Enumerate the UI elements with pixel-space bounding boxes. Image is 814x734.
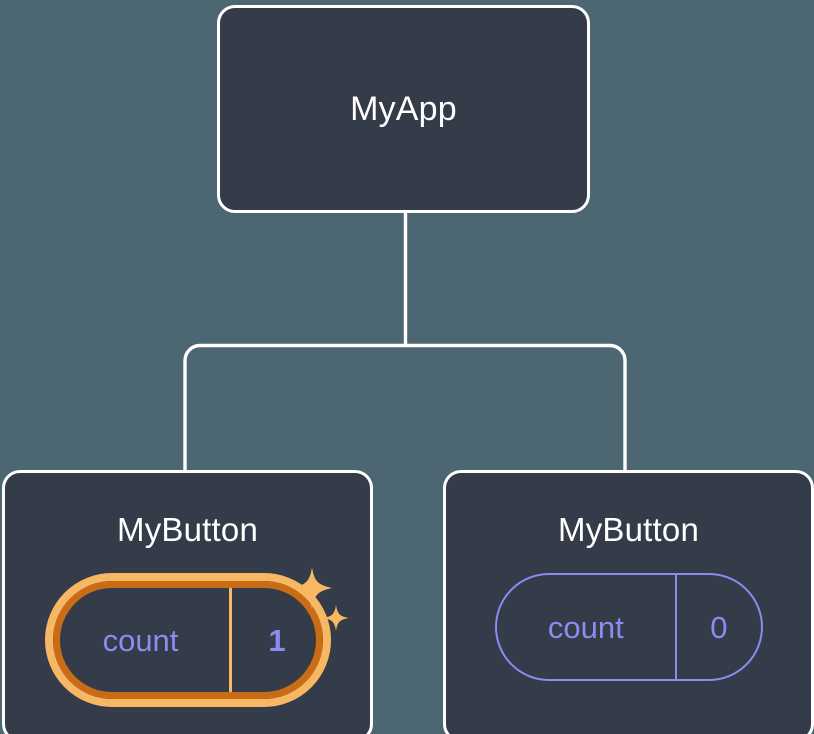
node-child-mybutton-right[interactable]: MyButton count 0: [443, 470, 814, 734]
state-value: 1: [268, 622, 286, 658]
state-pill[interactable]: count 0: [494, 573, 763, 681]
state-pill-wrapper: count 1: [5, 567, 370, 707]
state-key: count: [547, 609, 624, 645]
state-divider: [228, 581, 232, 699]
node-title: MyApp: [350, 90, 457, 128]
state-pill-highlighted[interactable]: count 1: [44, 573, 331, 707]
node-title: MyButton: [117, 511, 258, 548]
node-title: MyButton: [558, 511, 699, 548]
state-value: 0: [710, 609, 728, 645]
state-pill-wrapper: count 0: [446, 573, 811, 681]
connector-branch-left: [183, 343, 406, 470]
node-root-myapp[interactable]: MyApp: [217, 5, 590, 213]
connector-branch-right: [405, 343, 627, 470]
state-key: count: [102, 622, 179, 658]
state-divider: [675, 575, 678, 679]
node-child-mybutton-left[interactable]: MyButton count 1: [2, 470, 373, 734]
